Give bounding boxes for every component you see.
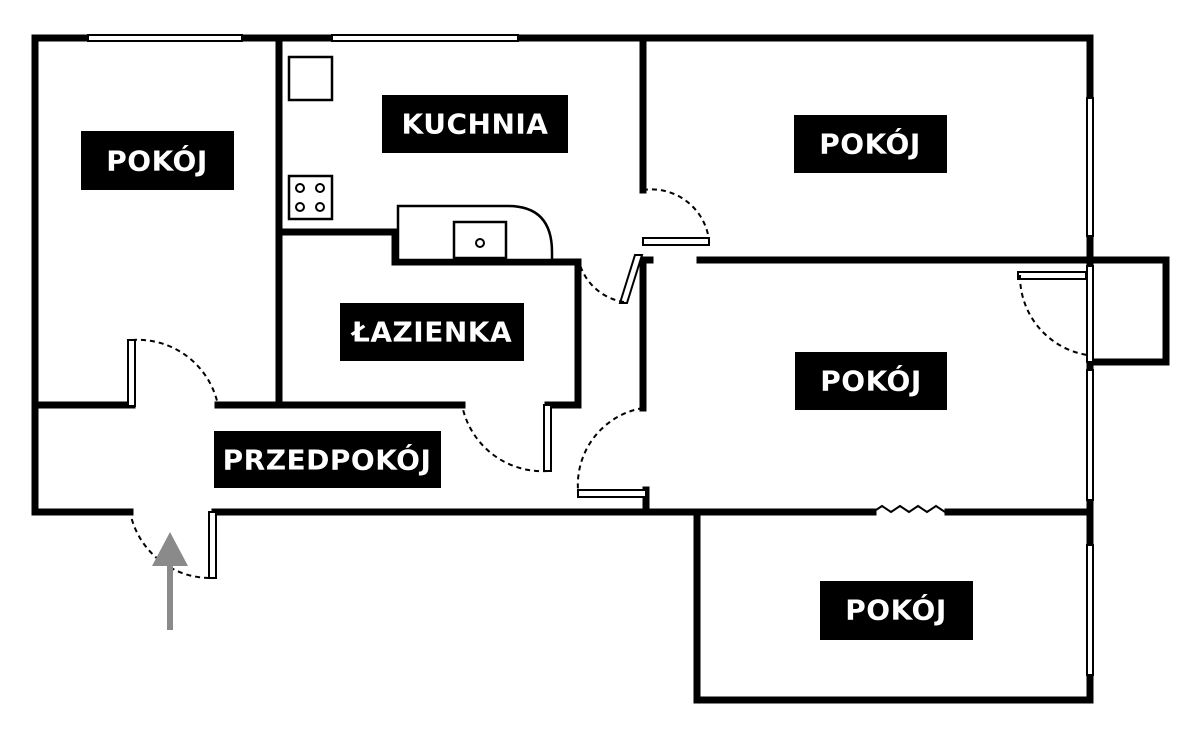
room-name: POKÓJ [106,144,207,178]
window-right-top [1086,97,1094,237]
fridge-icon [287,55,334,102]
room-label-lazienka: ŁAZIENKA [340,303,524,361]
bathroom-door-leaf [543,404,552,472]
sink-icon [396,204,554,262]
room-name: PRZEDPOKÓJ [223,443,432,477]
walls [31,34,1170,704]
room-name: POKÓJ [820,364,921,398]
left-room-door-leaf [127,339,136,407]
room-name: KUCHNIA [402,108,549,141]
doors [127,188,1088,579]
room-name: POKÓJ [819,127,920,161]
middle-right-room-door-leaf [577,489,647,498]
room-label-kuchnia: KUCHNIA [382,95,568,153]
room-name: ŁAZIENKA [350,316,512,349]
kitchen-door-leaf [618,254,644,304]
kitchen-fixtures [287,55,554,262]
balcony-door-leaf [1017,271,1087,280]
balcony-door-frame [1086,265,1094,363]
window-right-bottom [1086,544,1094,676]
stove-icon [287,174,334,221]
window-top-left [87,34,243,42]
room-label-pokoj-middle-right: POKÓJ [795,352,947,410]
room-name: POKÓJ [845,593,946,627]
window-right-middle [1086,369,1094,501]
windows [87,34,1094,676]
top-right-room-door-leaf [642,237,710,246]
room-label-pokoj-bottom-right: POKÓJ [820,581,973,640]
window-top-kitchen [331,34,519,42]
room-label-pokoj-top-right: POKÓJ [794,115,947,173]
room-label-przedpokoj: PRZEDPOKÓJ [214,431,441,488]
entrance-arrow-icon [152,532,188,630]
room-label-pokoj-left: POKÓJ [81,131,234,190]
sliding-opening [872,504,946,514]
entrance-door-leaf [208,511,217,579]
